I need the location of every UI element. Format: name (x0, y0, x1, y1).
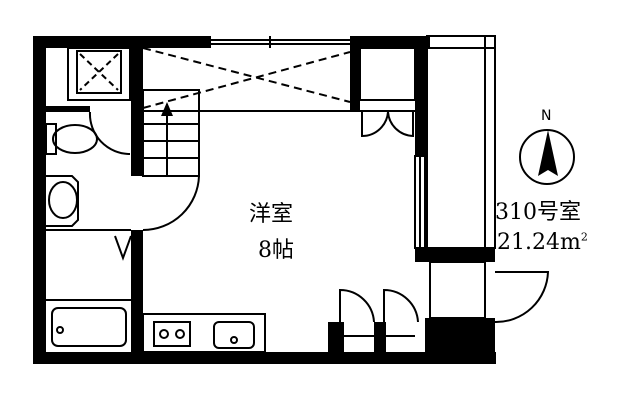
room-size: 8帖 (258, 238, 294, 263)
walls (33, 36, 496, 364)
compass-north-label: N (541, 108, 552, 124)
unit-area: 21.24m2 (497, 230, 588, 255)
unit-area-value: 21.24m (497, 230, 581, 255)
compass-circle (519, 129, 575, 185)
unit-number: 310号室 (495, 200, 581, 225)
room-name: 洋室 (249, 202, 294, 227)
north-arrow-icon (538, 130, 558, 176)
fixtures (34, 35, 575, 353)
unit-area-superscript: 2 (580, 230, 588, 244)
stair-arrow-icon (161, 102, 173, 116)
